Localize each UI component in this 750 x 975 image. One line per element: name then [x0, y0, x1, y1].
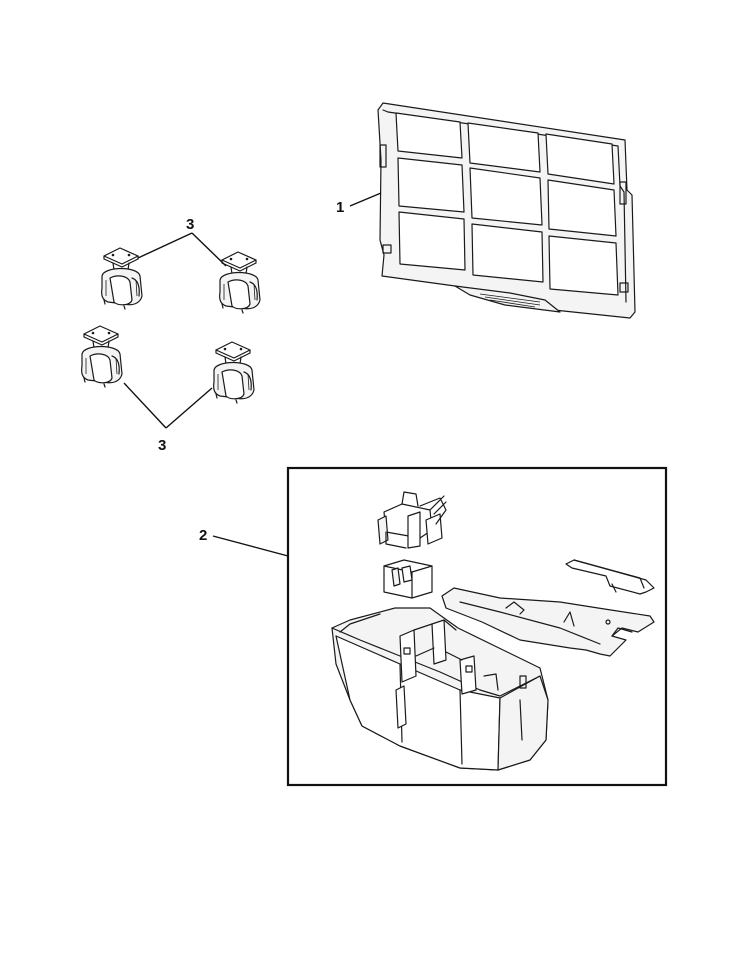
water-tank — [331, 607, 549, 771]
callout-3-top: 3 — [137, 216, 227, 267]
callout-3-bottom: 3 — [123, 382, 213, 454]
callout-label-3-bottom: 3 — [158, 437, 166, 454]
float-block — [383, 559, 433, 599]
leader-line-2 — [212, 535, 289, 557]
air-filter-panel — [377, 102, 636, 319]
leader-line-3b — [191, 232, 227, 267]
float-switch — [377, 491, 447, 549]
leader-line-1 — [349, 192, 382, 207]
callout-label-1: 1 — [336, 199, 344, 216]
callout-label-3-top: 3 — [186, 216, 194, 233]
caster-top-left — [101, 247, 143, 310]
caster-bottom-right — [213, 341, 255, 404]
caster-bottom-left — [81, 325, 123, 388]
leader-line-3a — [137, 232, 193, 259]
callout-1: 1 — [336, 192, 382, 216]
leader-line-3c — [123, 382, 167, 429]
leader-line-3d — [165, 387, 213, 429]
tank-handle — [565, 559, 655, 595]
caster-top-right — [219, 251, 261, 314]
callout-2: 2 — [199, 527, 289, 557]
tank-cover — [441, 587, 655, 657]
callout-label-2: 2 — [199, 527, 207, 544]
tank-assembly-frame — [286, 466, 668, 787]
